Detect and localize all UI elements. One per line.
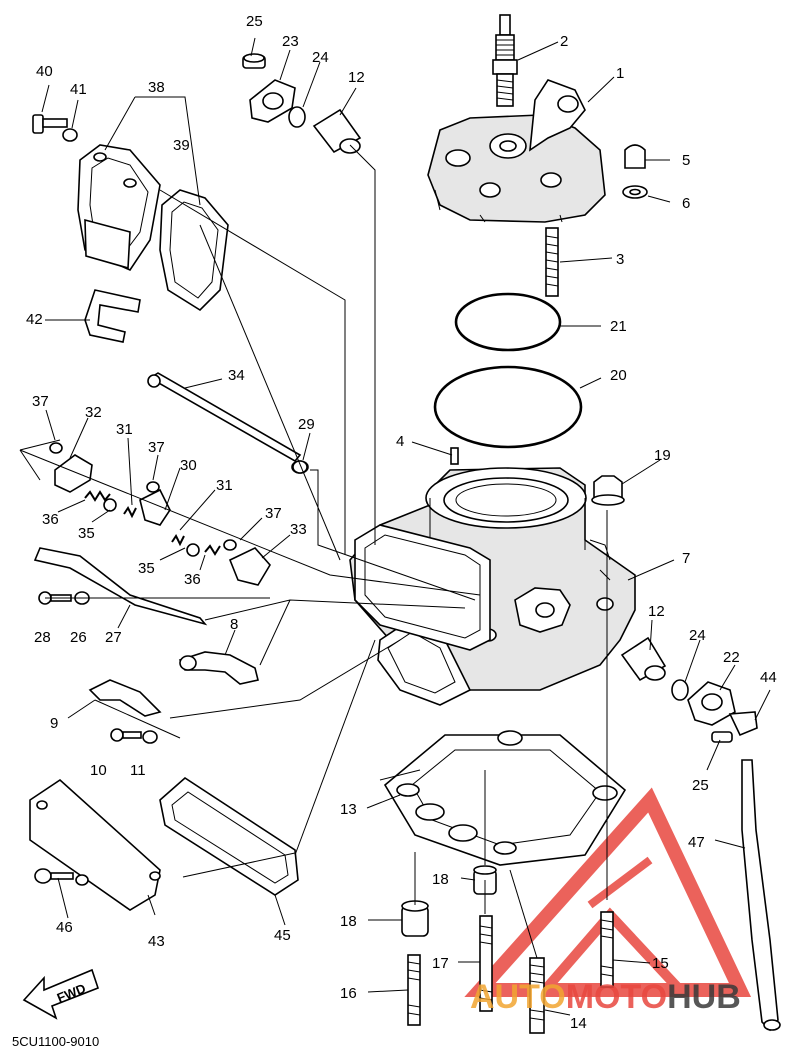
stud-bolt (407, 954, 421, 1026)
callout-label: 19 (654, 447, 671, 464)
watermark-text: AUTOMOTOHUB (470, 978, 741, 1016)
exhaust-valve (178, 651, 259, 685)
callout-label: 16 (340, 985, 357, 1002)
dowel-pin (450, 447, 459, 465)
callout-label: 33 (290, 521, 307, 538)
callout-label: 18 (340, 913, 357, 930)
valve-cover (242, 53, 306, 128)
callout-label: 27 (105, 629, 122, 646)
callout-label: 1 (616, 65, 624, 82)
callout-label: 45 (274, 927, 291, 944)
callout-label: 29 (298, 416, 315, 433)
bracket (84, 289, 141, 343)
callout-label: 35 (138, 560, 155, 577)
callout-label: 31 (116, 421, 133, 438)
callout-label: 10 (90, 762, 107, 779)
callout-label: 8 (230, 616, 238, 633)
callout-label: 35 (78, 525, 95, 542)
callout-label: 7 (682, 550, 690, 567)
callout-label: 9 (50, 715, 58, 732)
stud-bolt (545, 227, 559, 297)
o-ring-small (454, 292, 562, 352)
valve-holder (312, 108, 362, 154)
o-ring-large (433, 365, 583, 449)
stud-bolt (479, 915, 493, 1012)
stud-bolt (600, 911, 614, 988)
governor-shaft (147, 372, 309, 474)
gasket (159, 776, 299, 896)
cover-plate (29, 778, 161, 911)
collar (401, 900, 429, 937)
bolt (34, 868, 89, 886)
callout-label: 3 (616, 251, 624, 268)
callout-label: 22 (723, 649, 740, 666)
bolt (32, 114, 78, 142)
callout-label: 25 (246, 13, 263, 30)
callout-label: 37 (148, 439, 165, 456)
callout-label: 25 (692, 777, 709, 794)
callout-label: 34 (228, 367, 245, 384)
callout-labels: 1 2 3 4 5 6 7 8 9 10 11 12 12 13 14 15 1… (26, 13, 777, 1032)
callout-label: 12 (348, 69, 365, 86)
callout-leaders (41, 37, 771, 1016)
callout-label: 26 (70, 629, 87, 646)
base-gasket (383, 730, 627, 866)
callout-label: 40 (36, 63, 53, 80)
callout-label: 37 (265, 505, 282, 522)
diagram-code: 5CU1100-9010 (12, 1034, 99, 1049)
callout-label: 30 (180, 457, 197, 474)
washer (292, 460, 308, 474)
lever-assembly (49, 442, 271, 586)
valve-cover (671, 679, 758, 743)
spark-plug (492, 14, 518, 107)
callout-label: 5 (682, 152, 690, 169)
callout-label: 14 (570, 1015, 587, 1032)
callout-label: 23 (282, 33, 299, 50)
callout-label: 43 (148, 933, 165, 950)
callout-label: 20 (610, 367, 627, 384)
watermark-logo (464, 787, 752, 997)
cap-nut (622, 144, 648, 199)
assembly-leader-lines (19, 144, 608, 959)
callout-label: 17 (432, 955, 449, 972)
exhaust-valve-cover (77, 144, 161, 272)
callout-label: 42 (26, 311, 43, 328)
callout-label: 31 (216, 477, 233, 494)
gasket (159, 189, 229, 312)
callout-label: 21 (610, 318, 627, 335)
callout-label: 39 (173, 137, 190, 154)
callout-label: 6 (682, 195, 690, 212)
callout-label: 2 (560, 33, 568, 50)
callout-label: 15 (652, 955, 669, 972)
springs (84, 490, 221, 557)
callout-label: 13 (340, 801, 357, 818)
callout-label: 41 (70, 81, 87, 98)
callout-label: 38 (148, 79, 165, 96)
lever (88, 679, 162, 744)
callout-label: 44 (760, 669, 777, 686)
callout-label: 18 (432, 871, 449, 888)
callout-label: 28 (34, 629, 51, 646)
callout-label: 11 (130, 762, 146, 779)
valve-holder (620, 636, 667, 682)
callout-label: 24 (689, 627, 706, 644)
callout-label: 4 (396, 433, 404, 450)
callout-label: 46 (56, 919, 73, 936)
link-rod (33, 547, 208, 626)
cylinder-head (427, 79, 606, 223)
callout-label: 37 (32, 393, 49, 410)
callout-label: 36 (184, 571, 201, 588)
callout-label: 47 (688, 834, 705, 851)
forward-arrow-icon: FWD (22, 968, 99, 1020)
callout-label: 36 (42, 511, 59, 528)
callout-label: 12 (648, 603, 665, 620)
flange-nut (591, 475, 625, 506)
callout-label: 24 (312, 49, 329, 66)
callout-label: 32 (85, 404, 102, 421)
